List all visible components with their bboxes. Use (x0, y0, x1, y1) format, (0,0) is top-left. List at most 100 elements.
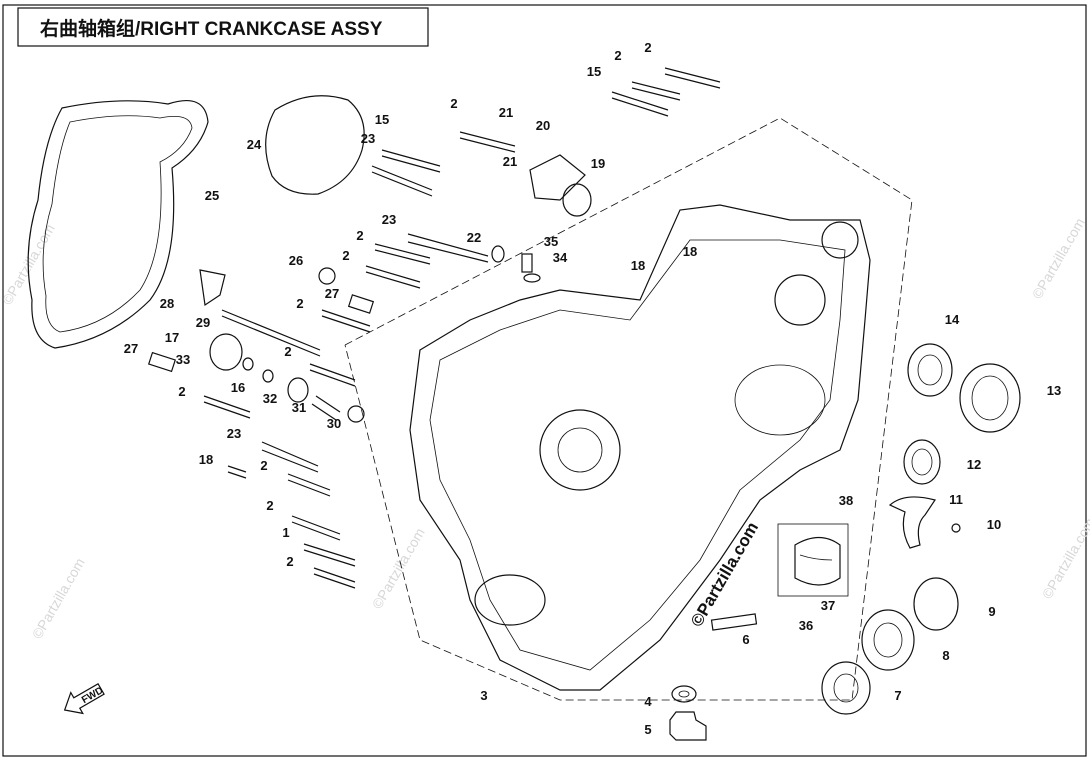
watermark-left-low: ©Partzilla.com (29, 555, 88, 641)
crankcase-bore-main (539, 409, 621, 491)
watermarks: ©Partzilla.com ©Partzilla.com ©Partzilla… (0, 215, 1090, 641)
dowel-18c (227, 465, 247, 479)
crankcase-bore-upper (774, 274, 826, 326)
callout-c5: 5 (644, 722, 651, 737)
watermark-center-low: ©Partzilla.com (369, 525, 428, 611)
gasket-25-inner (42, 115, 193, 333)
bolt-2d (374, 243, 431, 265)
callout-c9: 9 (988, 604, 995, 619)
bolt-2g (309, 363, 356, 387)
shim-11 (888, 496, 936, 549)
watermark-left: ©Partzilla.com (0, 221, 58, 307)
crankcase-inner-rib (429, 239, 846, 671)
plug-22 (491, 245, 505, 263)
callout-c38: 38 (839, 493, 853, 508)
callout-c35: 35 (544, 234, 558, 249)
callout-c23b: 23 (382, 212, 396, 227)
watermark-right: ©Partzilla.com (1029, 215, 1088, 301)
bolt-2h (203, 395, 251, 419)
cover-20 (529, 154, 586, 201)
spring-31 (311, 395, 341, 421)
bushing-38 (794, 536, 841, 586)
callout-c1: 1 (282, 525, 289, 540)
bolt-1 (303, 543, 356, 567)
drain-plug-5 (669, 711, 707, 741)
bolt-top-1 (664, 67, 721, 89)
callout-c3: 3 (480, 688, 487, 703)
callout-c2k: 2 (286, 554, 293, 569)
callout-c21a: 21 (499, 105, 513, 120)
callout-c2g: 2 (284, 344, 291, 359)
callout-c2e: 2 (342, 248, 349, 263)
callout-c8: 8 (942, 648, 949, 663)
callout-c22: 22 (467, 230, 481, 245)
bolt-2c (459, 131, 516, 153)
callout-c37: 37 (821, 598, 835, 613)
callout-c15b: 15 (375, 112, 389, 127)
callout-c19: 19 (591, 156, 605, 171)
callout-c17: 17 (165, 330, 179, 345)
gear-33 (209, 333, 243, 371)
bushing-group-box (777, 523, 849, 597)
callout-c20: 20 (536, 118, 550, 133)
crankcase-bore-lower (474, 574, 546, 626)
seal-7 (821, 661, 871, 715)
callout-c7: 7 (894, 688, 901, 703)
callout-c2i: 2 (260, 458, 267, 473)
callout-c26: 26 (289, 253, 303, 268)
crankcase-bore-inner (557, 427, 603, 473)
outer-frame (2, 4, 1087, 757)
callout-c34: 34 (553, 250, 568, 265)
callout-c16: 16 (231, 380, 245, 395)
callout-c2h: 2 (178, 384, 185, 399)
bearing-13 (959, 363, 1021, 433)
callout-c2f: 2 (296, 296, 303, 311)
washer-4 (671, 685, 697, 703)
callout-c2b: 2 (614, 48, 621, 63)
watermark-right-low: ©Partzilla.com (1039, 515, 1090, 601)
long-bolt-29 (221, 309, 321, 357)
oring-32 (287, 377, 309, 403)
ball-30 (347, 405, 365, 423)
callout-c14: 14 (945, 312, 960, 327)
callout-c24: 24 (247, 137, 262, 152)
callout-c6: 6 (742, 632, 749, 647)
crankcase-bore-top (821, 221, 859, 259)
watermark-center: ©Partzilla.com (687, 519, 762, 630)
bolt-2i (287, 473, 331, 497)
fitting-35 (521, 253, 533, 273)
oring-34 (523, 273, 541, 283)
gasket-25 (27, 100, 209, 349)
bolt-23a (371, 165, 433, 197)
callout-c2a: 2 (644, 40, 651, 55)
bolt-2j (291, 515, 341, 541)
crankcase-body (409, 204, 871, 691)
pin-27b (147, 351, 177, 373)
fwd-label: FWD (80, 685, 105, 706)
callout-c33: 33 (176, 352, 190, 367)
bearing-12 (903, 439, 941, 485)
callout-c2j: 2 (266, 498, 273, 513)
callout-c32: 32 (263, 391, 277, 406)
screw-10 (951, 523, 961, 533)
title-box (17, 7, 429, 47)
callout-c15a: 15 (587, 64, 601, 79)
callout-c21b: 21 (503, 154, 517, 169)
callout-c25: 25 (205, 188, 219, 203)
gasket-24 (265, 95, 365, 195)
bolts (203, 67, 721, 589)
fwd-arrow-shape (63, 682, 105, 715)
callout-c28: 28 (160, 296, 174, 311)
bolt-23b (407, 233, 489, 263)
oring-19 (562, 183, 592, 217)
callout-c27b: 27 (124, 341, 138, 356)
plug-26 (318, 267, 336, 285)
callout-c10: 10 (987, 517, 1001, 532)
bolt-top-2 (631, 81, 681, 101)
callout-c27a: 27 (325, 286, 339, 301)
callout-c36: 36 (799, 618, 813, 633)
callout-c12: 12 (967, 457, 981, 472)
